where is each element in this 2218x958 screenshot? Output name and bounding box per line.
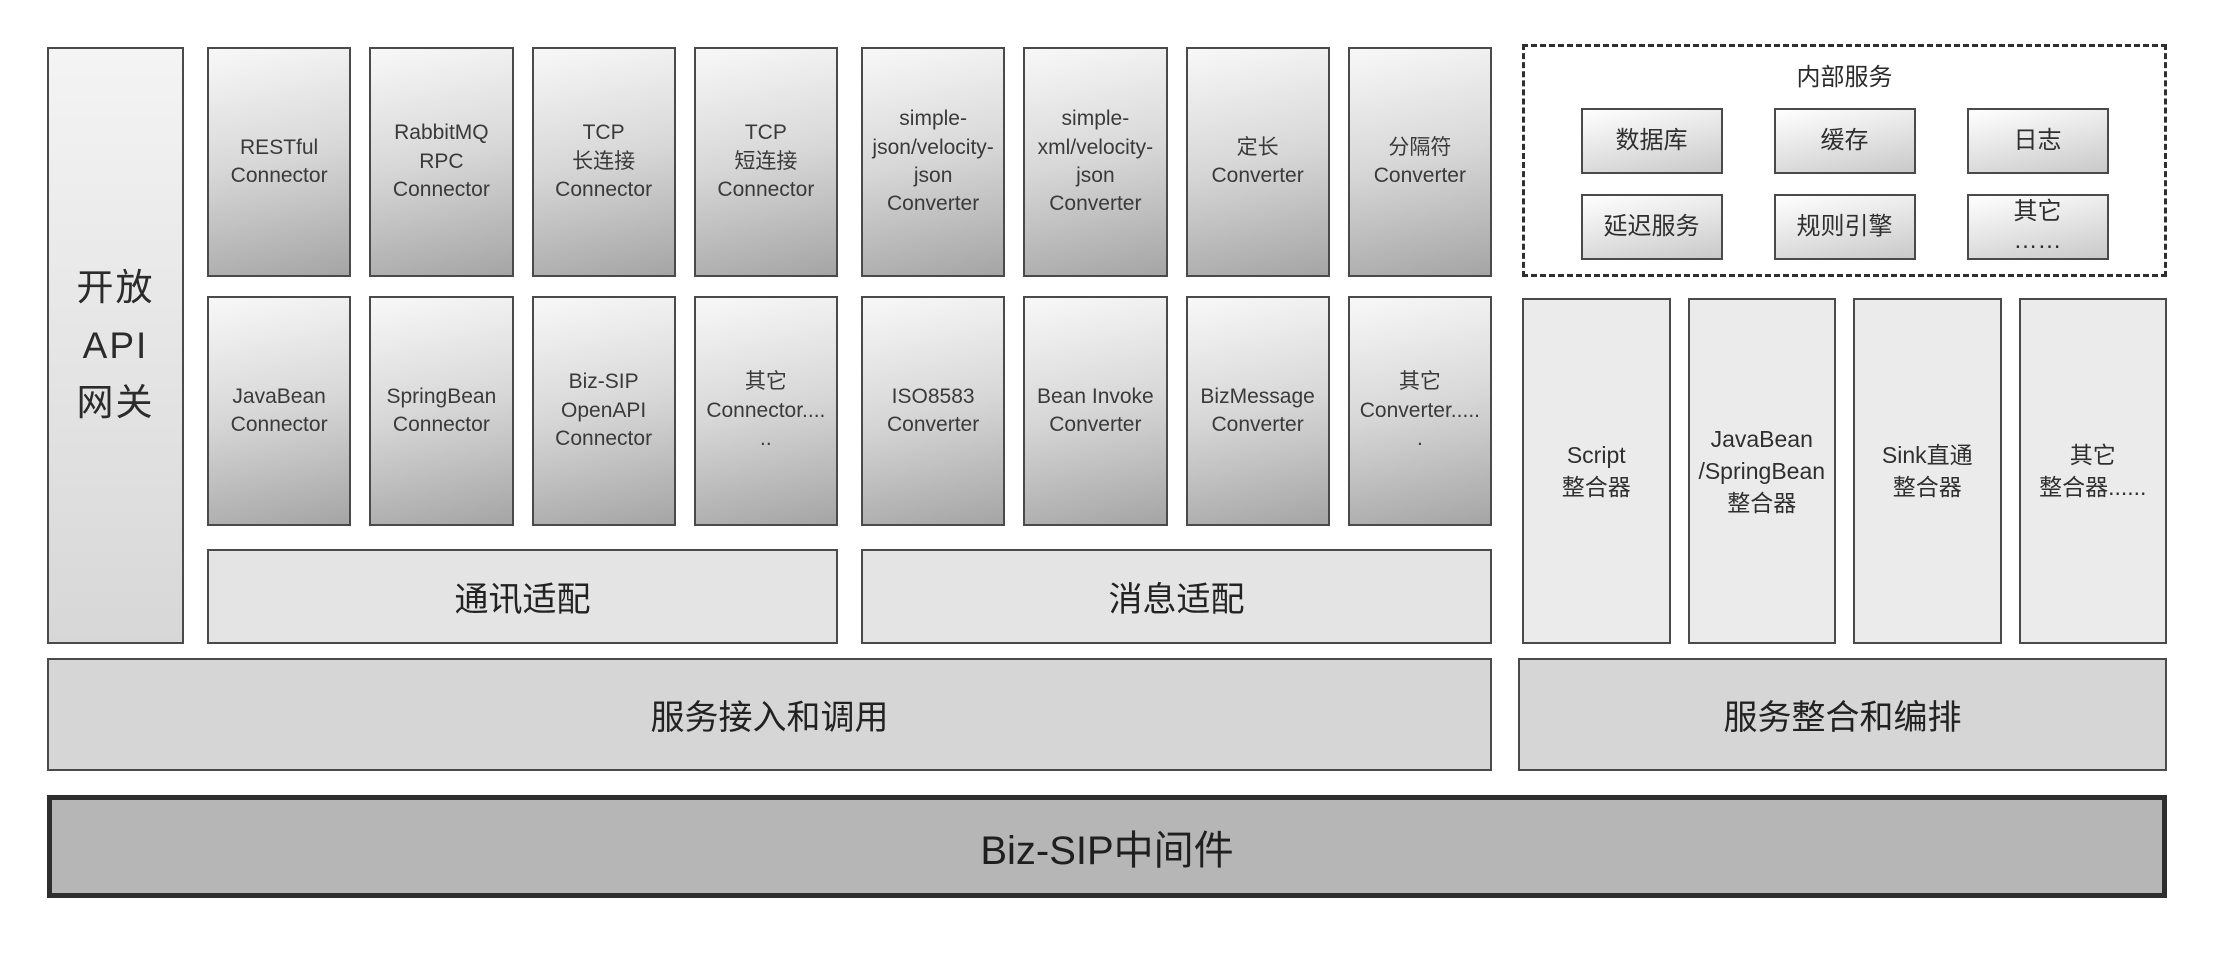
converter-box: BizMessage Converter: [1185, 296, 1330, 526]
message-adapter-group: simple-json/velocity-json Converter simp…: [861, 47, 1492, 644]
adapter-section: RESTful Connector RabbitMQ RPC Connector…: [207, 47, 1492, 644]
converter-grid: simple-json/velocity-json Converter simp…: [861, 47, 1492, 526]
connector-grid: RESTful Connector RabbitMQ RPC Connector…: [207, 47, 838, 526]
internal-service-box: 数据库: [1580, 108, 1723, 174]
communication-adapter-header: 通讯适配: [207, 549, 838, 644]
integrator-box: 其它 整合器......: [2018, 298, 2167, 644]
internal-service-box: 延迟服务: [1580, 194, 1723, 260]
connector-box: JavaBean Connector: [207, 296, 352, 526]
connector-box: TCP 短连接 Connector: [693, 47, 838, 277]
internal-services-grid: 数据库 缓存 日志 延迟服务 规则引擎 其它 ……: [1525, 108, 2164, 260]
converter-box: ISO8583 Converter: [861, 296, 1006, 526]
connector-box: 其它 Connector......: [693, 296, 838, 526]
connector-box: Biz-SIP OpenAPI Connector: [531, 296, 676, 526]
internal-service-box: 规则引擎: [1773, 194, 1916, 260]
integrator-box: Sink直通 整合器: [1853, 298, 2002, 644]
connector-box: RESTful Connector: [207, 47, 352, 277]
converter-box: simple-xml/velocity-json Converter: [1023, 47, 1168, 277]
internal-services-panel: 内部服务 数据库 缓存 日志 延迟服务 规则引擎 其它 ……: [1522, 44, 2167, 277]
biz-sip-middleware-band: Biz-SIP中间件: [47, 795, 2167, 898]
converter-box: Bean Invoke Converter: [1023, 296, 1168, 526]
communication-adapter-group: RESTful Connector RabbitMQ RPC Connector…: [207, 47, 838, 644]
integrator-section: Script 整合器 JavaBean /SpringBean 整合器 Sink…: [1522, 298, 2167, 644]
service-access-band: 服务接入和调用: [47, 658, 1492, 771]
integrator-box: JavaBean /SpringBean 整合器: [1687, 298, 1836, 644]
service-orchestration-band: 服务整合和编排: [1518, 658, 2167, 771]
internal-service-box: 其它 ……: [1966, 194, 2109, 260]
connector-box: SpringBean Connector: [369, 296, 514, 526]
connector-box: RabbitMQ RPC Connector: [369, 47, 514, 277]
converter-box: 分隔符 Converter: [1347, 47, 1492, 277]
internal-service-box: 日志: [1966, 108, 2109, 174]
converter-box: simple-json/velocity-json Converter: [861, 47, 1006, 277]
internal-services-title: 内部服务: [1796, 64, 1893, 91]
converter-box: 定长 Converter: [1185, 47, 1330, 277]
integrator-box: Script 整合器: [1522, 298, 1671, 644]
open-api-gateway-box: 开放 API 网关: [47, 47, 184, 644]
converter-box: 其它 Converter......: [1347, 296, 1492, 526]
message-adapter-header: 消息适配: [861, 549, 1492, 644]
connector-box: TCP 长连接 Connector: [531, 47, 676, 277]
internal-service-box: 缓存: [1773, 108, 1916, 174]
